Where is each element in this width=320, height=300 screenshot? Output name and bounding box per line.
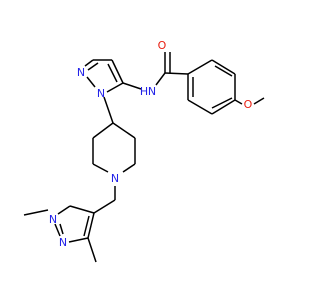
nitrogen-pyrazole1-label: N bbox=[97, 87, 105, 100]
bond bbox=[112, 122, 136, 139]
bond bbox=[164, 72, 189, 75]
bond bbox=[87, 62, 99, 71]
nitrogen-pyrazole1-label: N bbox=[77, 66, 85, 79]
bond bbox=[23, 209, 49, 216]
bond bbox=[214, 65, 233, 77]
oxygen-methoxy-label: O bbox=[244, 98, 253, 111]
bond bbox=[122, 163, 136, 173]
bond bbox=[69, 205, 95, 214]
nitrogen-amide-label: N bbox=[148, 85, 156, 98]
bond bbox=[92, 122, 114, 139]
bond bbox=[234, 99, 243, 105]
nitrogen-pyrazole2-label: N bbox=[59, 236, 67, 249]
bond bbox=[54, 223, 61, 237]
pyrazole-ring-bottom bbox=[54, 205, 95, 243]
bond bbox=[92, 163, 109, 173]
bond bbox=[211, 99, 236, 115]
bond bbox=[87, 237, 97, 263]
bond bbox=[86, 76, 96, 88]
bond bbox=[111, 59, 124, 84]
bond bbox=[87, 212, 95, 239]
bond bbox=[68, 237, 89, 243]
bond bbox=[103, 96, 114, 124]
bond bbox=[106, 82, 124, 93]
hydrogen-amide-label: H bbox=[140, 85, 148, 98]
bond bbox=[211, 59, 236, 75]
bond bbox=[107, 63, 118, 83]
molecule-structure: O O N H N N N N N bbox=[23, 39, 265, 263]
bond bbox=[57, 205, 71, 215]
bond bbox=[84, 59, 94, 67]
benzene-ring bbox=[187, 59, 236, 115]
bond bbox=[211, 97, 233, 109]
bond bbox=[187, 99, 213, 115]
oxygen-carbonyl-label: O bbox=[158, 39, 167, 52]
piperidine-ring bbox=[92, 122, 136, 173]
bond bbox=[187, 59, 213, 75]
bond bbox=[93, 199, 116, 214]
bond bbox=[253, 97, 265, 105]
bond bbox=[155, 72, 166, 86]
nitrogen-piperidine-label: N bbox=[111, 172, 119, 185]
pyrazole-ring-top bbox=[84, 59, 124, 93]
bond bbox=[59, 223, 64, 235]
bond bbox=[122, 82, 142, 90]
nitrogen-pyrazole2-label: N bbox=[49, 213, 57, 226]
bond bbox=[83, 215, 90, 237]
